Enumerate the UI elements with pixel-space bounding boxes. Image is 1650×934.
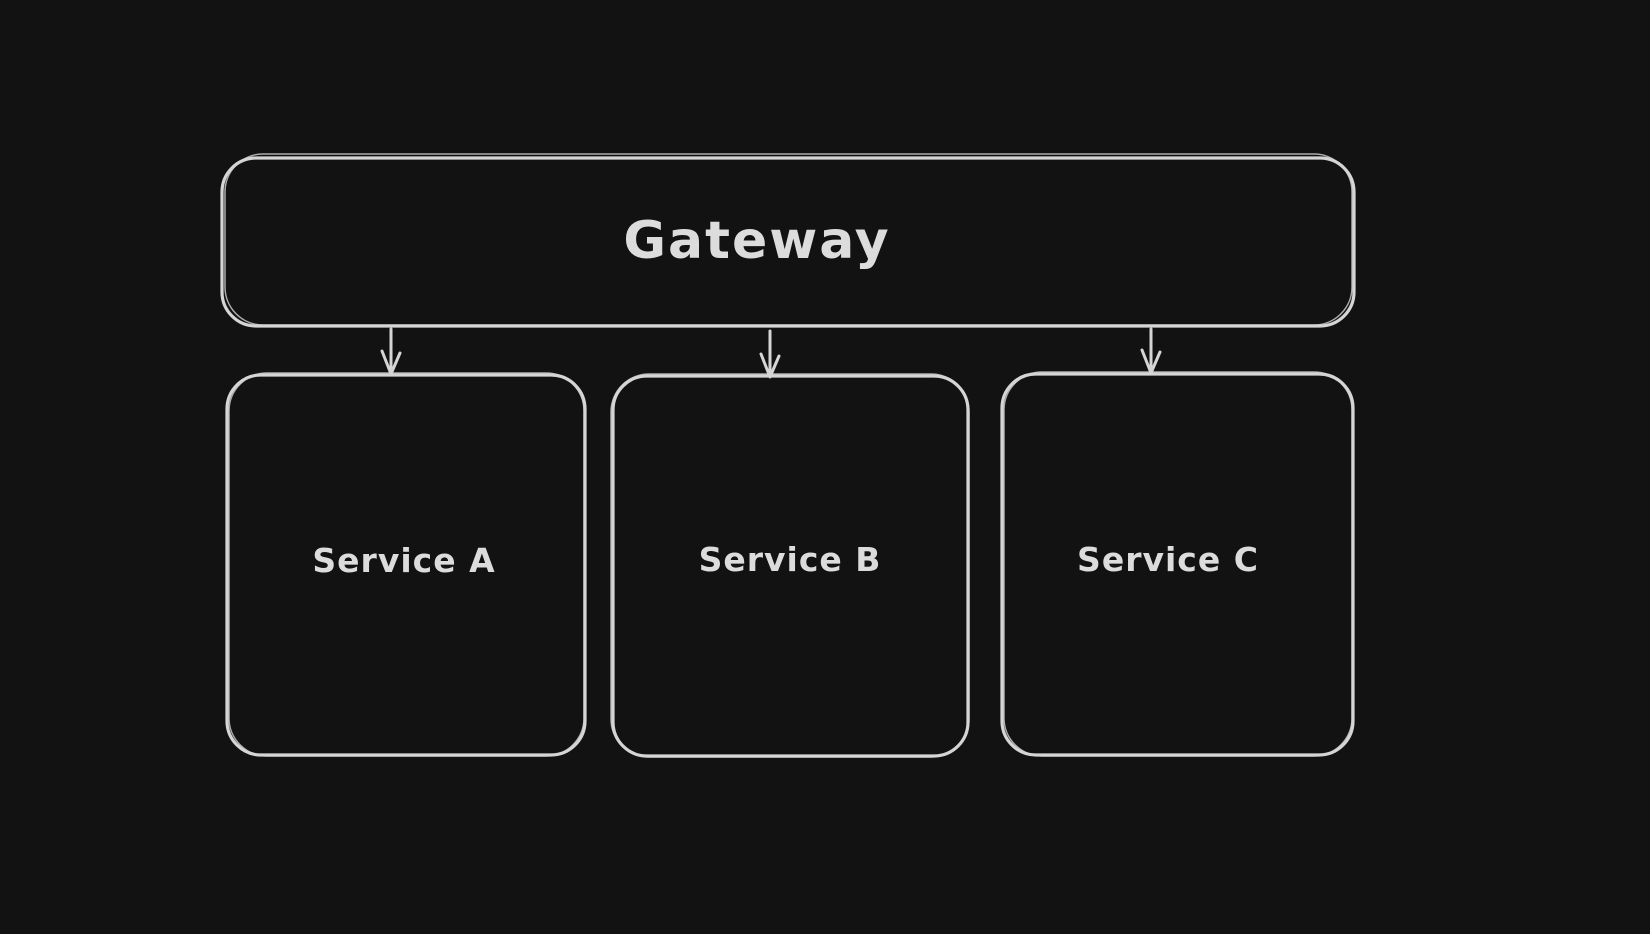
gateway-box-sketch-stroke — [224, 153, 1353, 326]
service-b-box-sketch-stroke — [610, 373, 970, 758]
gateway-box — [220, 156, 1356, 328]
service-a-label: Service A — [312, 541, 495, 580]
service-a-box — [225, 373, 587, 757]
service-c-box-sketch-stroke — [1003, 371, 1353, 757]
gateway-label: Gateway — [623, 211, 890, 271]
service-b-label: Service B — [699, 540, 882, 579]
node-service-b[interactable]: Service B — [610, 373, 970, 758]
arrow-gateway-to-service-c[interactable] — [1140, 327, 1162, 375]
node-service-c[interactable]: Service C — [1000, 371, 1355, 757]
node-gateway[interactable]: Gateway — [220, 153, 1356, 328]
arrow-gateway-to-service-a[interactable] — [380, 327, 402, 376]
service-a-box-sketch-stroke — [228, 372, 585, 757]
service-b-box — [611, 374, 970, 758]
service-c-box — [1000, 372, 1355, 757]
service-c-label: Service C — [1077, 540, 1259, 579]
node-service-a[interactable]: Service A — [225, 372, 587, 757]
arrow-gateway-to-service-b[interactable] — [759, 329, 781, 379]
